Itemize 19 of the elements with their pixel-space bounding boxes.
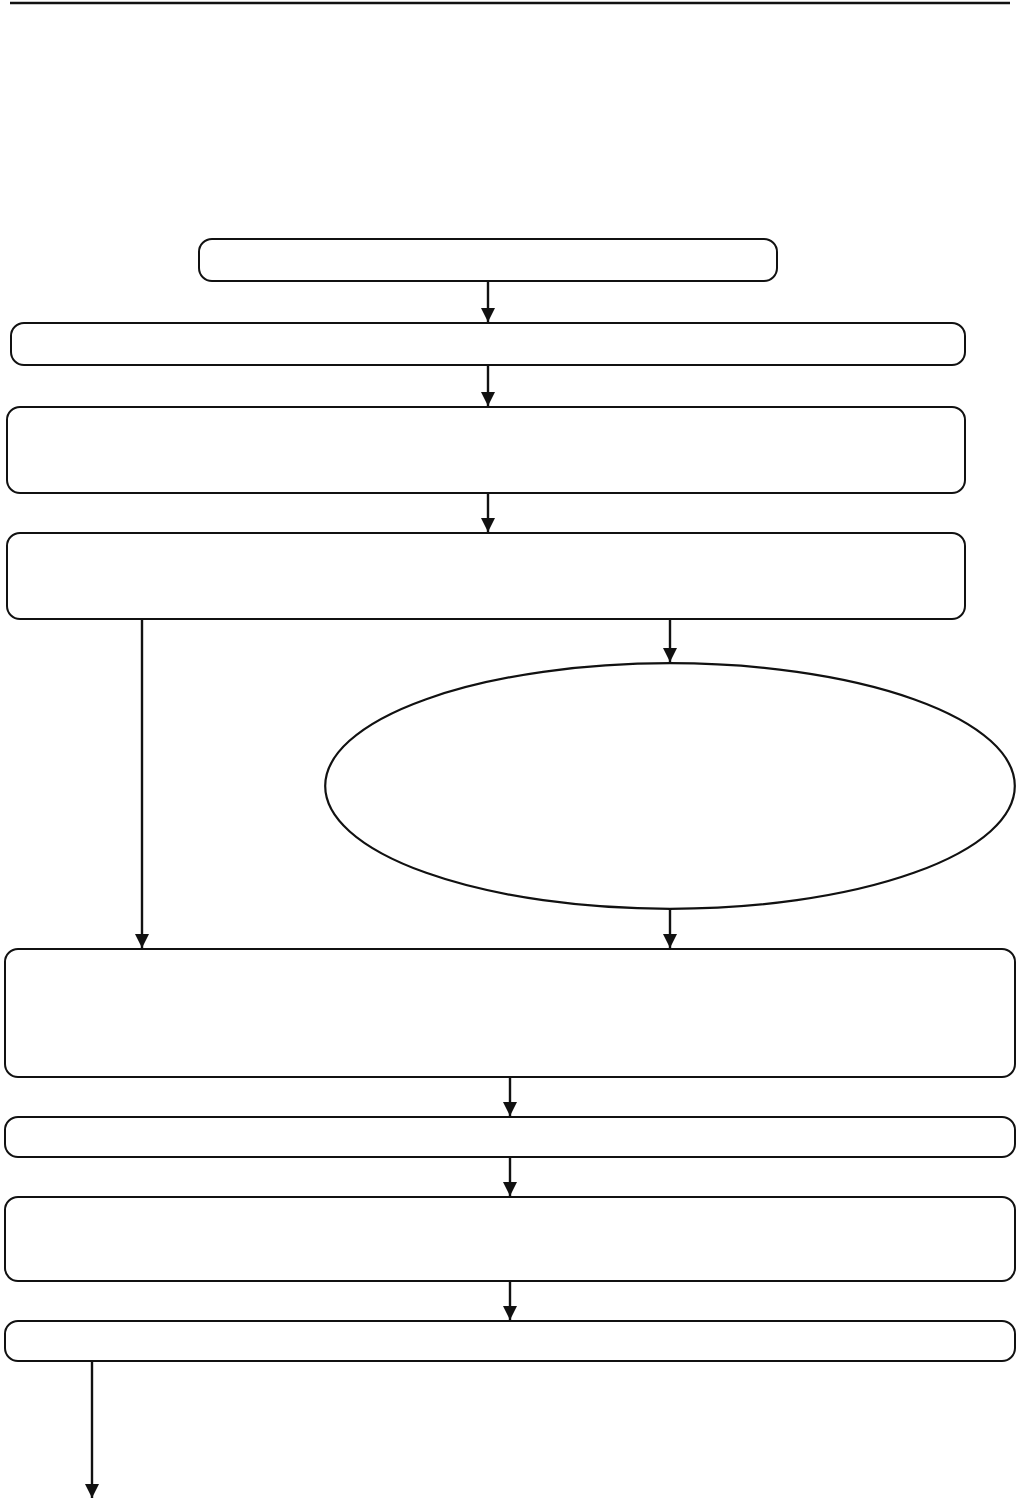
- arrow: [663, 910, 677, 948]
- rounded-box: [4, 948, 1016, 1078]
- rounded-box: [198, 238, 778, 282]
- rounded-box: [10, 322, 966, 366]
- arrow: [503, 1282, 517, 1320]
- rounded-box: [4, 1196, 1016, 1282]
- arrow: [135, 620, 149, 948]
- arrow: [481, 282, 495, 322]
- arrow: [663, 620, 677, 662]
- arrow: [85, 1362, 99, 1498]
- rounded-box: [4, 1320, 1016, 1362]
- arrow: [481, 366, 495, 406]
- rounded-box: [6, 532, 966, 620]
- arrow: [481, 494, 495, 532]
- rounded-box: [6, 406, 966, 494]
- ellipse-shape: [324, 662, 1016, 910]
- arrow: [503, 1078, 517, 1116]
- rounded-box: [4, 1116, 1016, 1158]
- arrow: [503, 1158, 517, 1196]
